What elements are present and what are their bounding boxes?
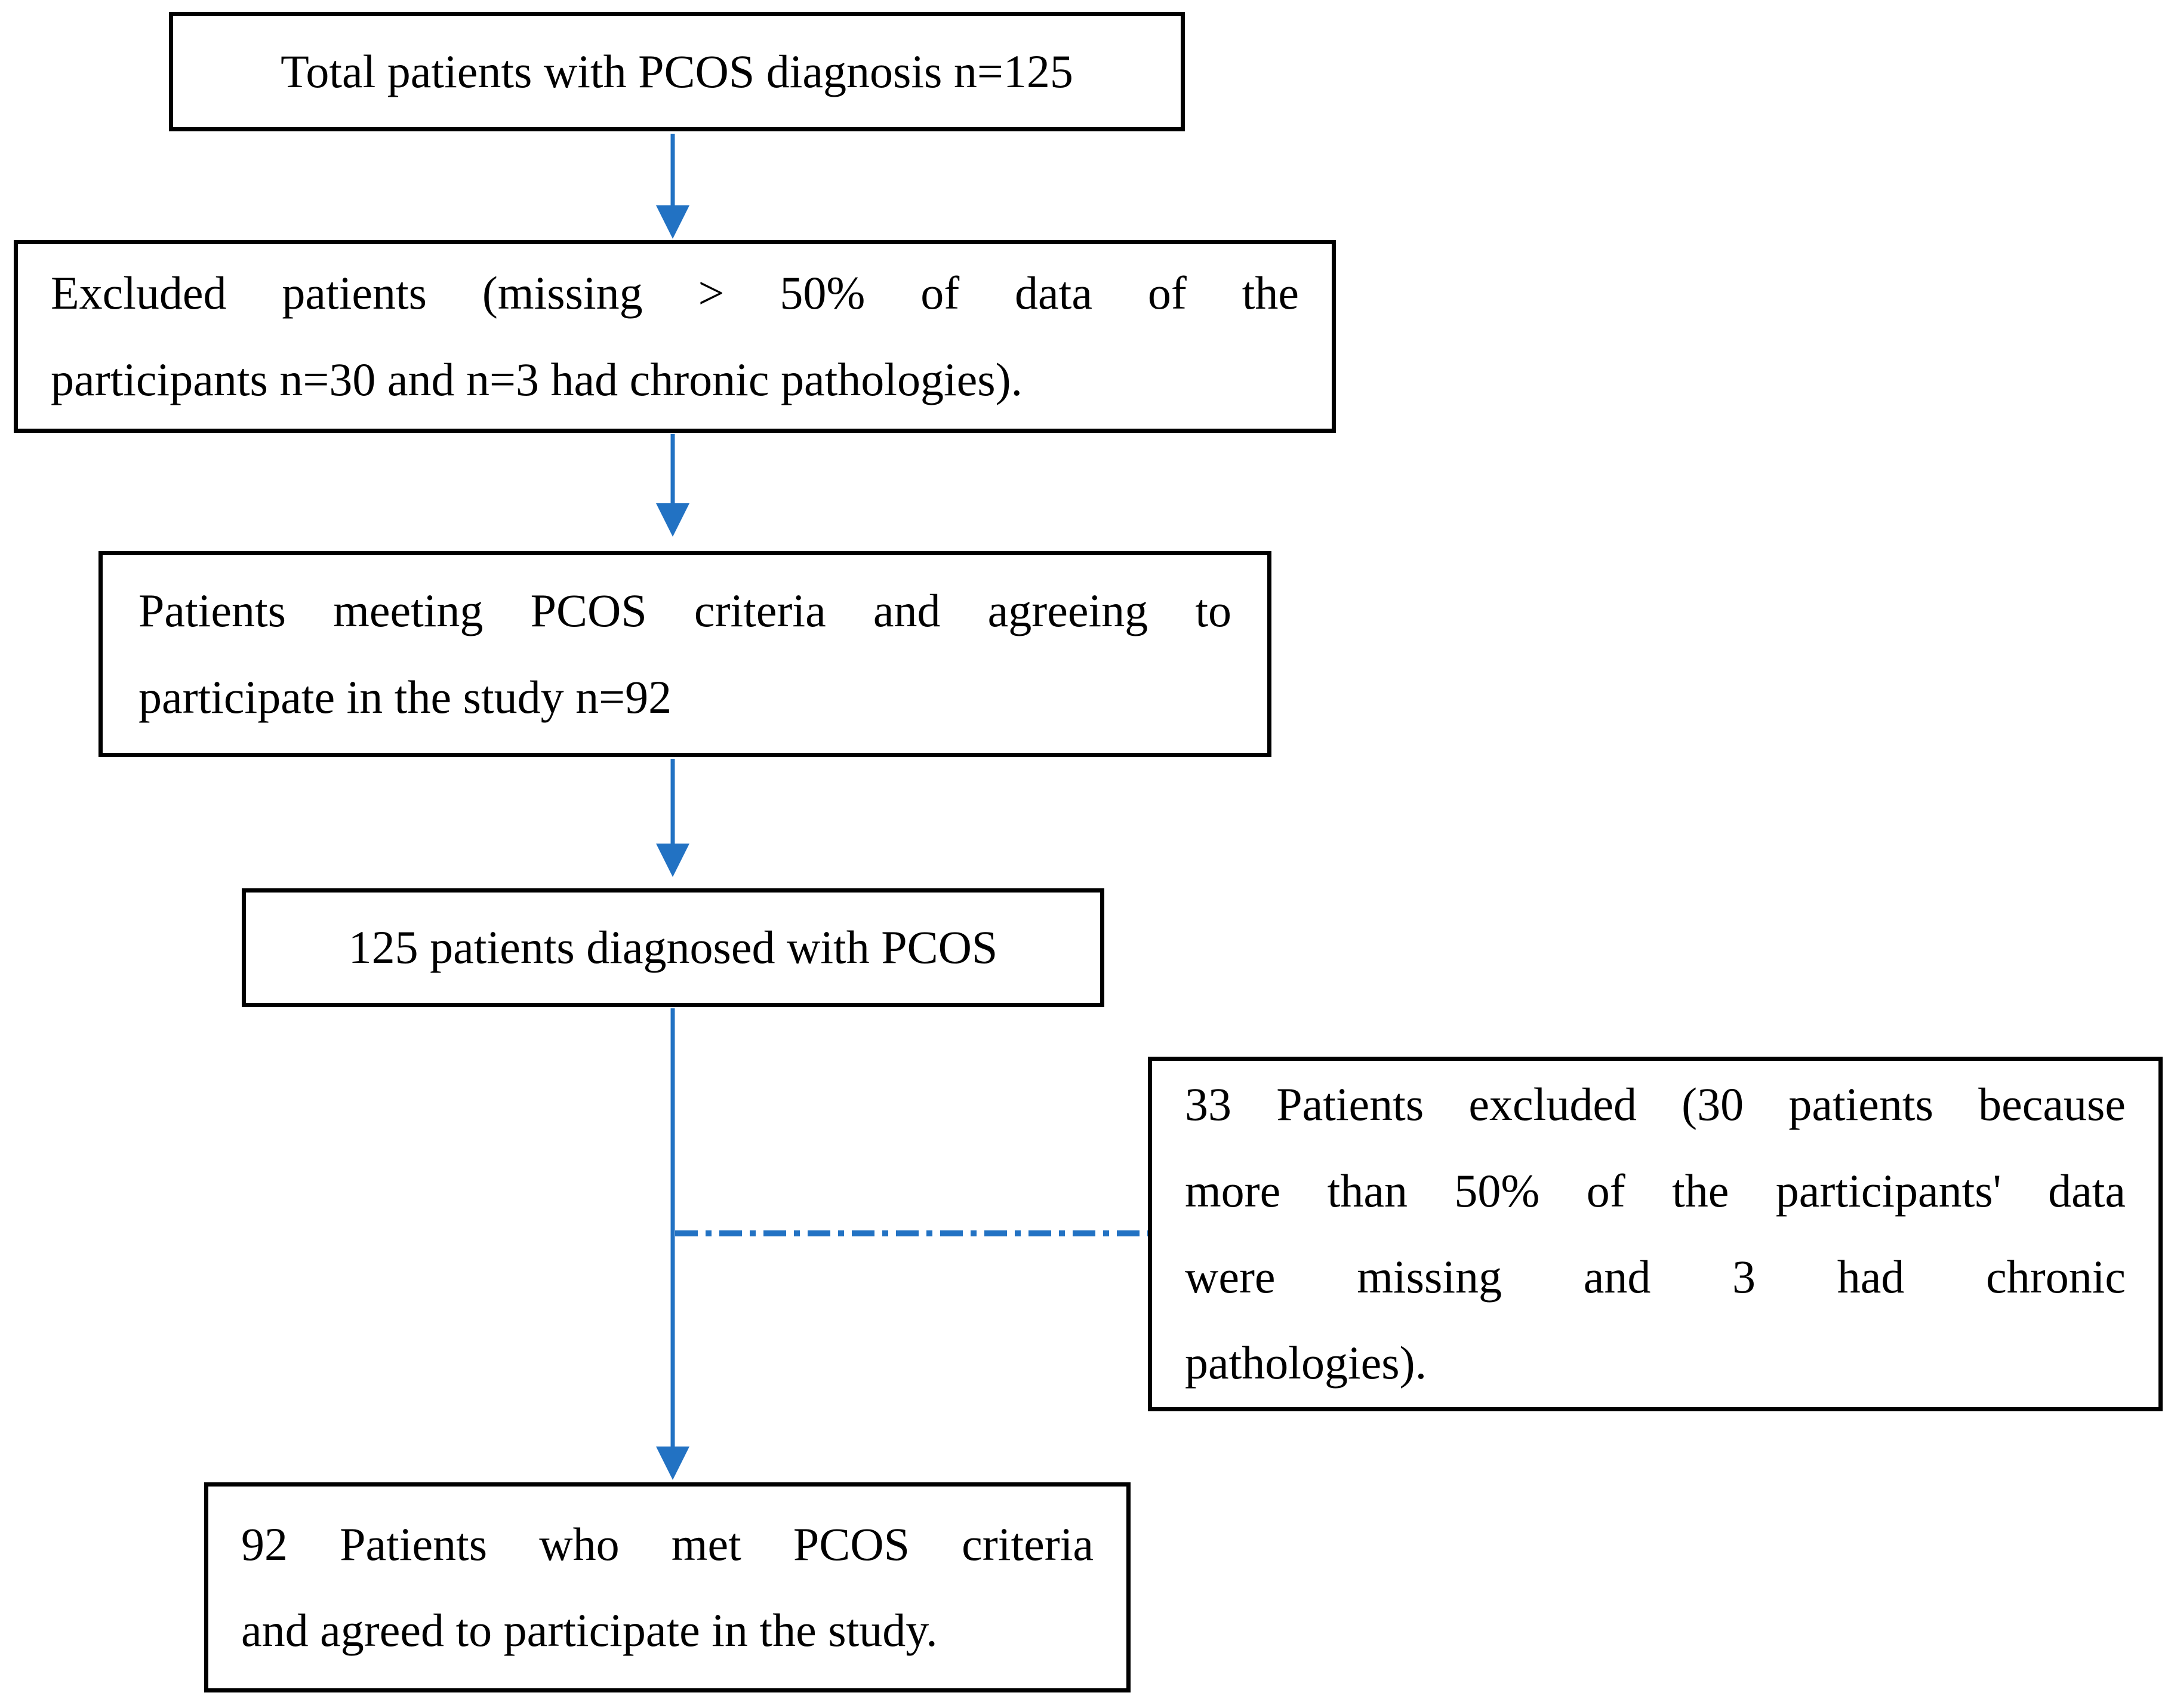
flow-box-excluded-33-line-2: more than 50% of the participants' data	[1185, 1164, 2126, 1217]
flow-box-excluded-line-2: participants n=30 and n=3 had chronic pa…	[51, 353, 1023, 405]
arrow-shaft	[670, 134, 675, 210]
down-arrow-4	[656, 1008, 689, 1480]
arrow-head-icon	[656, 1447, 689, 1480]
flow-box-excluded-line-1: Excluded patients (missing > 50% of data…	[51, 267, 1299, 319]
flow-box-final-line-2: and agreed to participate in the study.	[241, 1604, 938, 1656]
flow-box-excluded-33-line-3: were missing and 3 had chronic	[1185, 1251, 2126, 1303]
dash-dot-connector	[675, 1230, 1148, 1236]
flow-box-total-patients-text: Total patients with PCOS diagnosis n=125	[281, 45, 1073, 97]
flow-box-diagnosed: 125 patients diagnosed with PCOS	[242, 888, 1104, 1007]
arrow-head-icon	[656, 844, 689, 877]
arrow-shaft	[670, 1008, 675, 1451]
flow-box-total-patients: Total patients with PCOS diagnosis n=125	[169, 12, 1185, 131]
flow-box-excluded-33: 33 Patients excluded (30 patients becaus…	[1148, 1057, 2163, 1411]
arrow-shaft	[670, 434, 675, 508]
flow-box-final-line-1: 92 Patients who met PCOS criteria	[241, 1518, 1094, 1570]
flow-box-final-included: 92 Patients who met PCOS criteria and ag…	[204, 1482, 1131, 1692]
flow-box-meeting-line-1: Patients meeting PCOS criteria and agree…	[138, 584, 1231, 637]
arrow-shaft	[670, 759, 675, 848]
arrow-head-icon	[656, 503, 689, 537]
flow-box-excluded-patients: Excluded patients (missing > 50% of data…	[14, 240, 1336, 433]
down-arrow-3	[656, 759, 689, 877]
flow-box-meeting-line-2: participate in the study n=92	[138, 670, 672, 723]
down-arrow-1	[656, 134, 689, 239]
arrow-head-icon	[656, 205, 689, 239]
flow-box-excluded-33-line-1: 33 Patients excluded (30 patients becaus…	[1185, 1078, 2126, 1131]
down-arrow-2	[656, 434, 689, 537]
flow-box-diagnosed-text: 125 patients diagnosed with PCOS	[348, 921, 998, 974]
flow-box-excluded-33-line-4: pathologies).	[1185, 1337, 1427, 1389]
flow-box-meeting-criteria: Patients meeting PCOS criteria and agree…	[98, 551, 1271, 757]
